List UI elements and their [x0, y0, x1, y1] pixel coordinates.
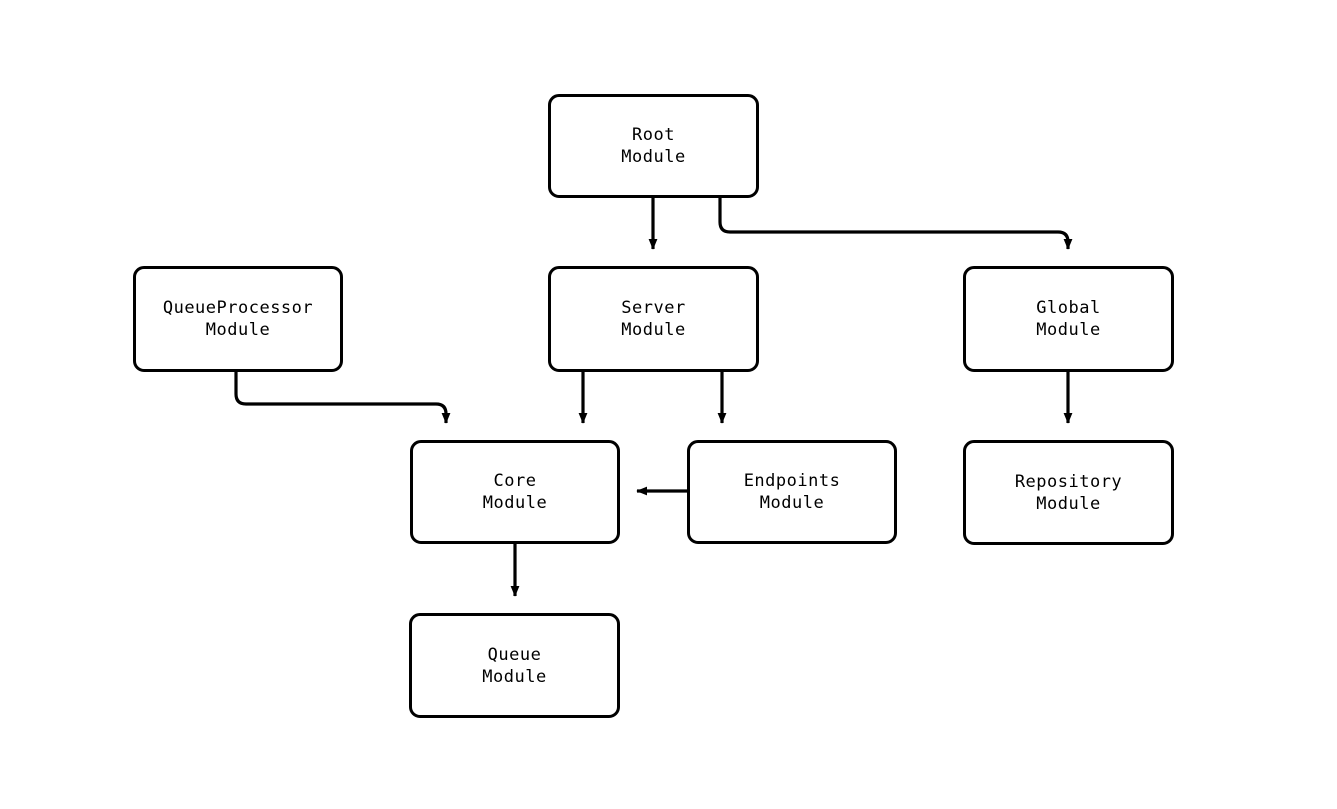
node-label-line2: Module	[1036, 320, 1101, 340]
node-repository-module[interactable]: Repository Module	[963, 440, 1174, 545]
node-label-line1: QueueProcessor	[162, 298, 314, 318]
node-label-line2: Module	[482, 666, 547, 687]
node-label-line1: Core	[493, 471, 537, 491]
node-queueprocessor-module[interactable]: QueueProcessor Module	[133, 266, 343, 372]
edge-queueprocessor-to-core	[234, 372, 451, 424]
node-label-line1: Root	[632, 125, 675, 145]
node-endpoints-module[interactable]: Endpoints Module	[687, 440, 897, 544]
node-server-module[interactable]: Server Module	[548, 266, 759, 372]
edge-root-to-global	[718, 198, 1073, 250]
node-label-line2: Module	[621, 147, 686, 167]
node-label-line1: Repository	[1014, 471, 1123, 492]
node-label-line2: Module	[1036, 493, 1101, 514]
node-label-line1: Server	[621, 298, 686, 318]
node-label-line2: Module	[482, 493, 548, 513]
node-label-line2: Module	[759, 493, 825, 513]
node-root-module[interactable]: Root Module	[548, 94, 759, 198]
node-label-line2: Module	[205, 320, 271, 340]
node-label-line1: Queue	[487, 644, 542, 665]
node-core-module[interactable]: Core Module	[410, 440, 620, 544]
node-global-module[interactable]: Global Module	[963, 266, 1174, 372]
node-label-line1: Endpoints	[743, 471, 841, 491]
node-label-line1: Global	[1036, 298, 1101, 318]
node-queue-module[interactable]: Queue Module	[409, 613, 620, 718]
node-label-line2: Module	[621, 320, 686, 340]
